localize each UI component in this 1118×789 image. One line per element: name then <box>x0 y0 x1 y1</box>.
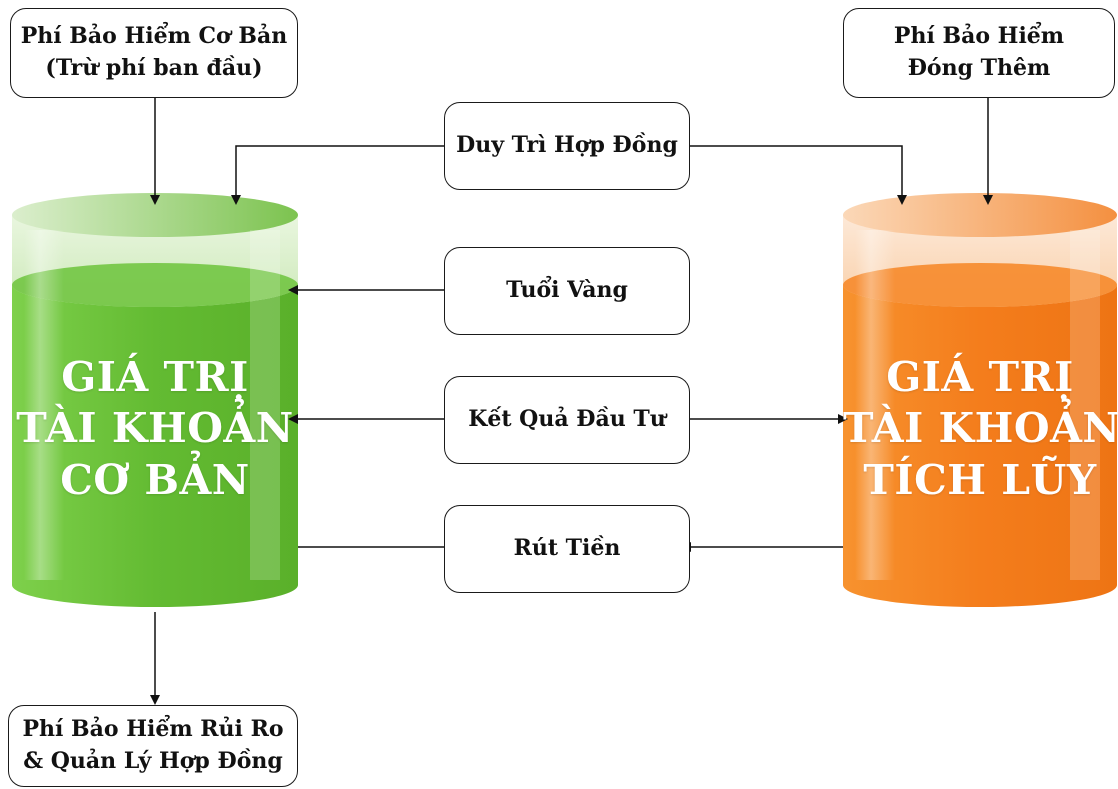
arrow-maintain-to-accumulated-account <box>690 145 907 205</box>
base-account-line2: TÀI KHOẢN <box>16 404 294 453</box>
accumulated-account-label: GIÁ TRỊ TÀI KHOẢN TÍCH LŨY <box>843 352 1118 506</box>
golden-age-label: Tuổi Vàng <box>506 277 628 304</box>
arrow-maintain-to-base-account <box>231 145 444 205</box>
accumulated-account-tank <box>843 193 1117 607</box>
connectors <box>150 98 993 705</box>
base-account-label: GIÁ TRỊ TÀI KHOẢN CƠ BẢN <box>12 352 298 506</box>
base-account-line1: GIÁ TRỊ <box>61 353 249 401</box>
accumulated-account-line2: TÀI KHOẢN <box>843 404 1118 453</box>
maintain-contract-label: Duy Trì Hợp Đồng <box>456 132 678 159</box>
base-account-tank <box>12 193 298 607</box>
topup-premium-line1: Phí Bảo Hiểm <box>893 23 1065 50</box>
topup-premium-box: Phí Bảo Hiểm Đóng Thêm <box>843 8 1115 98</box>
investment-result-label: Kết Quả Đầu Tư <box>468 406 666 433</box>
base-account-line3: CƠ BẢN <box>60 455 250 504</box>
base-premium-box: Phí Bảo Hiểm Cơ Bản (Trừ phí ban đầu) <box>10 8 298 98</box>
base-premium-line1: Phí Bảo Hiểm Cơ Bản <box>20 23 288 50</box>
base-premium-line2: (Trừ phí ban đầu) <box>45 55 263 81</box>
topup-premium-line2: Đóng Thêm <box>907 55 1051 81</box>
withdrawal-label: Rút Tiền <box>513 535 621 562</box>
risk-fees-box: Phí Bảo Hiểm Rủi Ro & Quản Lý Hợp Đồng <box>8 705 298 787</box>
withdrawal-box: Rút Tiền <box>444 505 690 593</box>
risk-fees-line2: & Quản Lý Hợp Đồng <box>23 748 283 774</box>
golden-age-box: Tuổi Vàng <box>444 247 690 335</box>
investment-result-box: Kết Quả Đầu Tư <box>444 376 690 464</box>
risk-fees-line1: Phí Bảo Hiểm Rủi Ro <box>22 716 284 743</box>
maintain-contract-box: Duy Trì Hợp Đồng <box>444 102 690 190</box>
accumulated-account-line1: GIÁ TRỊ <box>886 353 1074 401</box>
accumulated-account-line3: TÍCH LŨY <box>863 455 1097 504</box>
